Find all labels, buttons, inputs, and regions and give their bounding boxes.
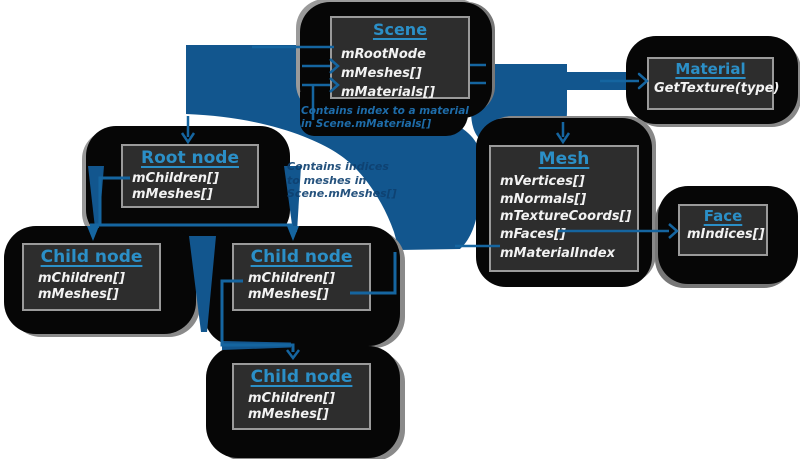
childleft-field-mmeshes: mMeshes[] bbox=[38, 287, 119, 302]
childnode-center: Child node mChildren[] mMeshes[] bbox=[232, 243, 371, 311]
childbottom-field-mmeshes: mMeshes[] bbox=[248, 407, 329, 422]
material-node: Material GetTexture(type) bbox=[647, 57, 780, 110]
into-mmeshes-arrowhead bbox=[329, 58, 340, 74]
mesh-field-mmaterialindex: mMaterialIndex bbox=[500, 246, 615, 261]
childnode-left: Child node mChildren[] mMeshes[] bbox=[22, 243, 161, 311]
childnode-bottom-title: Child node bbox=[250, 367, 353, 387]
childcenter-mchildren-connector bbox=[220, 279, 295, 352]
mesh-indices-annotation: Contains indices to meshes in Scene.mMes… bbox=[287, 160, 397, 201]
rootnode-node: Root node mChildren[] mMeshes[] bbox=[121, 144, 259, 208]
into-mmaterials-arrowhead bbox=[329, 77, 340, 93]
to-childcenter-arrowhead bbox=[287, 226, 299, 241]
mesh-indices-annotation-line3: Scene.mMeshes[] bbox=[287, 187, 397, 200]
taper-center bbox=[189, 236, 216, 332]
childnode-center-title: Child node bbox=[250, 247, 353, 267]
face-title: Face bbox=[703, 207, 743, 225]
rootnode-title: Root node bbox=[141, 148, 239, 168]
mesh-indices-annotation-line2: to meshes in bbox=[287, 173, 367, 187]
material-index-annotation-line2: in Scene.mMaterials[] bbox=[301, 117, 432, 130]
mesh-field-mtexturecoords: mTextureCoords[] bbox=[500, 209, 632, 224]
scene-field-mmeshes: mMeshes[] bbox=[341, 66, 422, 81]
taper-right bbox=[284, 166, 301, 232]
mesh-title: Mesh bbox=[538, 149, 590, 169]
childcenter-field-mmeshes: mMeshes[] bbox=[248, 287, 329, 302]
mesh-field-mnormals: mNormals[] bbox=[500, 191, 587, 207]
rootnode-field-mchildren: mChildren[] bbox=[132, 171, 219, 186]
to-material-arrowhead bbox=[637, 72, 649, 90]
mfaces-to-face-arrowhead bbox=[668, 223, 679, 239]
scene-title: Scene bbox=[372, 20, 428, 39]
material-index-annotation: Contains index to a material in Scene.mM… bbox=[301, 105, 469, 130]
childbottom-field-mchildren: mChildren[] bbox=[248, 391, 335, 406]
face-field-mindices: mIndices[] bbox=[687, 227, 765, 242]
childcenter-field-mchildren: mChildren[] bbox=[248, 271, 335, 286]
mesh-node: Mesh mVertices[] mNormals[] mTextureCoor… bbox=[489, 145, 639, 272]
to-childbottom-arrowhead bbox=[286, 349, 300, 361]
scene-field-mmaterials: mMaterials[] bbox=[341, 85, 436, 100]
central-thick-arrow-mass bbox=[186, 45, 478, 250]
to-childleft-arrowhead bbox=[87, 226, 99, 241]
mesh-indices-annotation-line1: Contains indices bbox=[287, 160, 389, 173]
root-mchildren-connector bbox=[90, 176, 293, 227]
material-title: Material bbox=[675, 60, 746, 78]
childnode-bottom: Child node mChildren[] mMeshes[] bbox=[232, 363, 371, 430]
childleft-field-mchildren: mChildren[] bbox=[38, 271, 125, 286]
mesh-field-mvertices: mVertices[] bbox=[500, 174, 585, 189]
to-mesh-arrowhead bbox=[555, 132, 571, 145]
scene-node: Scene mRootNode mMeshes[] mMaterials[] bbox=[330, 16, 470, 100]
scene-field-mrootnode: mRootNode bbox=[341, 47, 426, 62]
rootnode-field-mmeshes: mMeshes[] bbox=[132, 187, 213, 202]
into-mmaterials-line bbox=[302, 83, 330, 120]
scene-right-stubs bbox=[470, 63, 486, 85]
childnode-left-title: Child node bbox=[40, 247, 143, 267]
material-field-gettexture: GetTexture(type) bbox=[654, 81, 780, 96]
scene-to-rootnode-arrowhead bbox=[180, 132, 196, 145]
childcenter-mmeshes-line bbox=[350, 252, 397, 295]
material-index-annotation-line1: Contains index to a material bbox=[301, 105, 469, 117]
face-node: Face mIndices[] bbox=[678, 204, 768, 256]
taper-left bbox=[88, 166, 104, 228]
mesh-field-mfaces: mFaces[] bbox=[500, 226, 566, 242]
scene-blob-lower-lobe bbox=[300, 92, 468, 136]
